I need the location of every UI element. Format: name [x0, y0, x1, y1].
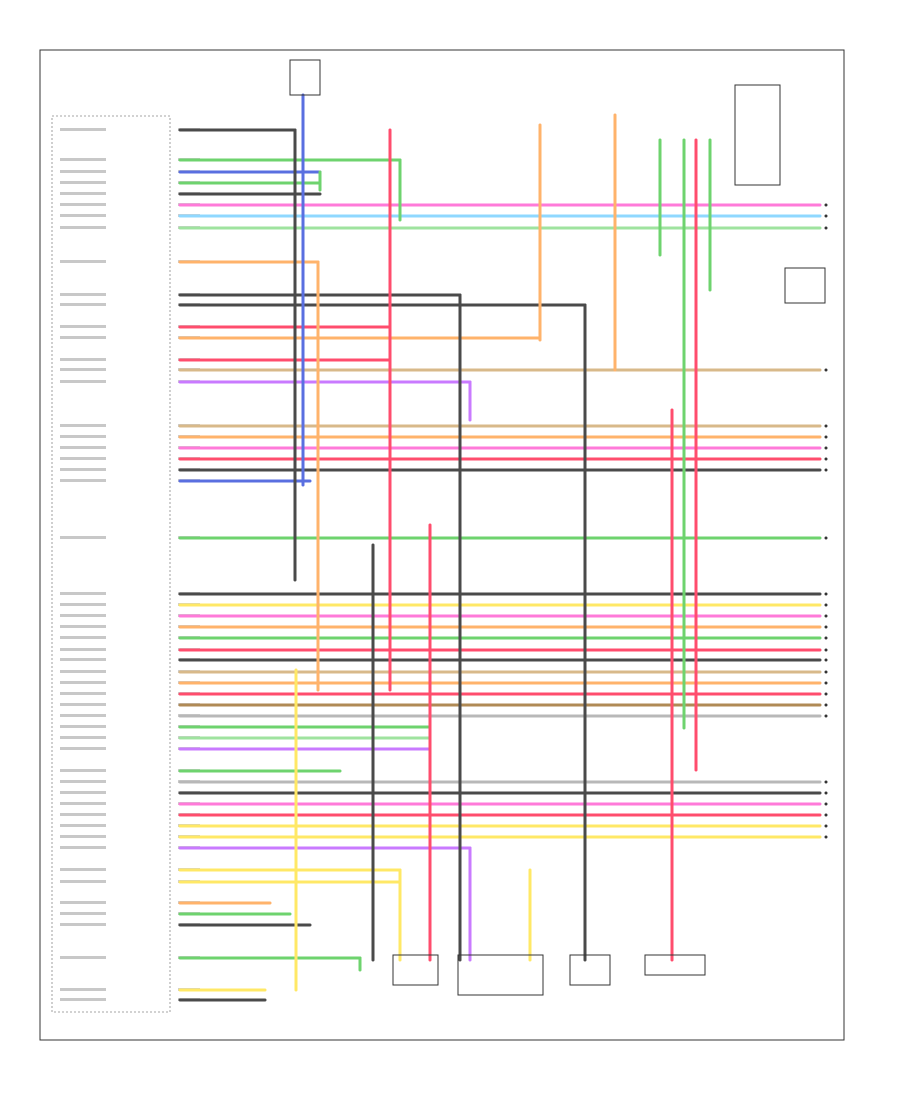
- component-box: [644, 954, 706, 976]
- pin-label-mark: [60, 956, 106, 959]
- pin-label-mark: [60, 692, 106, 695]
- pin-label-mark: [60, 158, 106, 161]
- connector-pin: [824, 703, 828, 707]
- pin-label-mark: [60, 998, 106, 1001]
- pin-label-mark: [60, 658, 106, 661]
- connector-pin: [824, 813, 828, 817]
- pin-label-mark: [60, 358, 106, 361]
- pin-label-mark: [60, 303, 106, 306]
- connector-pin: [824, 670, 828, 674]
- pin-label-mark: [60, 457, 106, 460]
- pin-label-mark: [60, 636, 106, 639]
- pin-label-mark: [60, 603, 106, 606]
- connector-pin: [824, 435, 828, 439]
- connector-pin: [824, 658, 828, 662]
- connector-pin: [824, 446, 828, 450]
- connector-pin: [824, 536, 828, 540]
- connector-pin: [824, 203, 828, 207]
- diagram-border: [39, 49, 845, 1041]
- connector-pin: [824, 692, 828, 696]
- component-box: [734, 84, 781, 186]
- pin-label-mark: [60, 824, 106, 827]
- pin-label-mark: [60, 769, 106, 772]
- connector-pin: [824, 614, 828, 618]
- pin-label-mark: [60, 468, 106, 471]
- connector-pin: [824, 681, 828, 685]
- pin-label-mark: [60, 336, 106, 339]
- pin-label-mark: [60, 988, 106, 991]
- pin-label-mark: [60, 380, 106, 383]
- pin-label-mark: [60, 791, 106, 794]
- pin-label-mark: [60, 479, 106, 482]
- pin-label-mark: [60, 226, 106, 229]
- connector-pin: [824, 368, 828, 372]
- pin-label-mark: [60, 592, 106, 595]
- pin-label-mark: [60, 846, 106, 849]
- pin-label-mark: [60, 670, 106, 673]
- pin-label-mark: [60, 214, 106, 217]
- pin-label-mark: [60, 923, 106, 926]
- connector-pin: [824, 625, 828, 629]
- pin-label-mark: [60, 293, 106, 296]
- pin-label-mark: [60, 802, 106, 805]
- pin-label-mark: [60, 912, 106, 915]
- connector-pin: [824, 424, 828, 428]
- pin-label-mark: [60, 192, 106, 195]
- connector-pin: [824, 802, 828, 806]
- connector-pin: [824, 214, 828, 218]
- pin-label-mark: [60, 325, 106, 328]
- connector-pin: [824, 824, 828, 828]
- connector-pin: [824, 603, 828, 607]
- pin-label-mark: [60, 446, 106, 449]
- component-box: [569, 954, 611, 986]
- pin-label-mark: [60, 703, 106, 706]
- connector-pin: [824, 648, 828, 652]
- component-box: [784, 267, 826, 304]
- pin-label-mark: [60, 614, 106, 617]
- pin-label-mark: [60, 260, 106, 263]
- connector-pin: [824, 835, 828, 839]
- pin-label-mark: [60, 736, 106, 739]
- component-box: [289, 59, 321, 96]
- pin-label-mark: [60, 435, 106, 438]
- connector-pin: [824, 226, 828, 230]
- right-edge-connectors: [824, 203, 828, 839]
- pin-label-mark: [60, 368, 106, 371]
- pin-label-mark: [60, 880, 106, 883]
- component-box: [457, 954, 544, 996]
- connector-pin: [824, 780, 828, 784]
- pin-label-mark: [60, 681, 106, 684]
- component-group: [289, 59, 826, 996]
- pin-label-mark: [60, 181, 106, 184]
- pin-label-mark: [60, 536, 106, 539]
- pin-label-mark: [60, 625, 106, 628]
- connector-pin: [824, 468, 828, 472]
- pin-label-mark: [60, 813, 106, 816]
- wire-harness: [178, 128, 822, 1002]
- pcm-connector-block: [51, 115, 171, 1013]
- pin-label-mark: [60, 725, 106, 728]
- pin-label-mark: [60, 714, 106, 717]
- pin-label-mark: [60, 648, 106, 651]
- vertical-wire-runs: [293, 93, 712, 992]
- pin-label-mark: [60, 835, 106, 838]
- pin-label-mark: [60, 128, 106, 131]
- pin-label-mark: [60, 203, 106, 206]
- connector-pin: [824, 457, 828, 461]
- pin-label-mark: [60, 780, 106, 783]
- pin-label-mark: [60, 868, 106, 871]
- pin-label-mark: [60, 170, 106, 173]
- connector-pin: [824, 636, 828, 640]
- pin-label-mark: [60, 747, 106, 750]
- connector-pin: [824, 791, 828, 795]
- connector-pin: [824, 714, 828, 718]
- component-box: [392, 954, 439, 986]
- pin-label-mark: [60, 424, 106, 427]
- connector-pin: [824, 592, 828, 596]
- pin-label-mark: [60, 901, 106, 904]
